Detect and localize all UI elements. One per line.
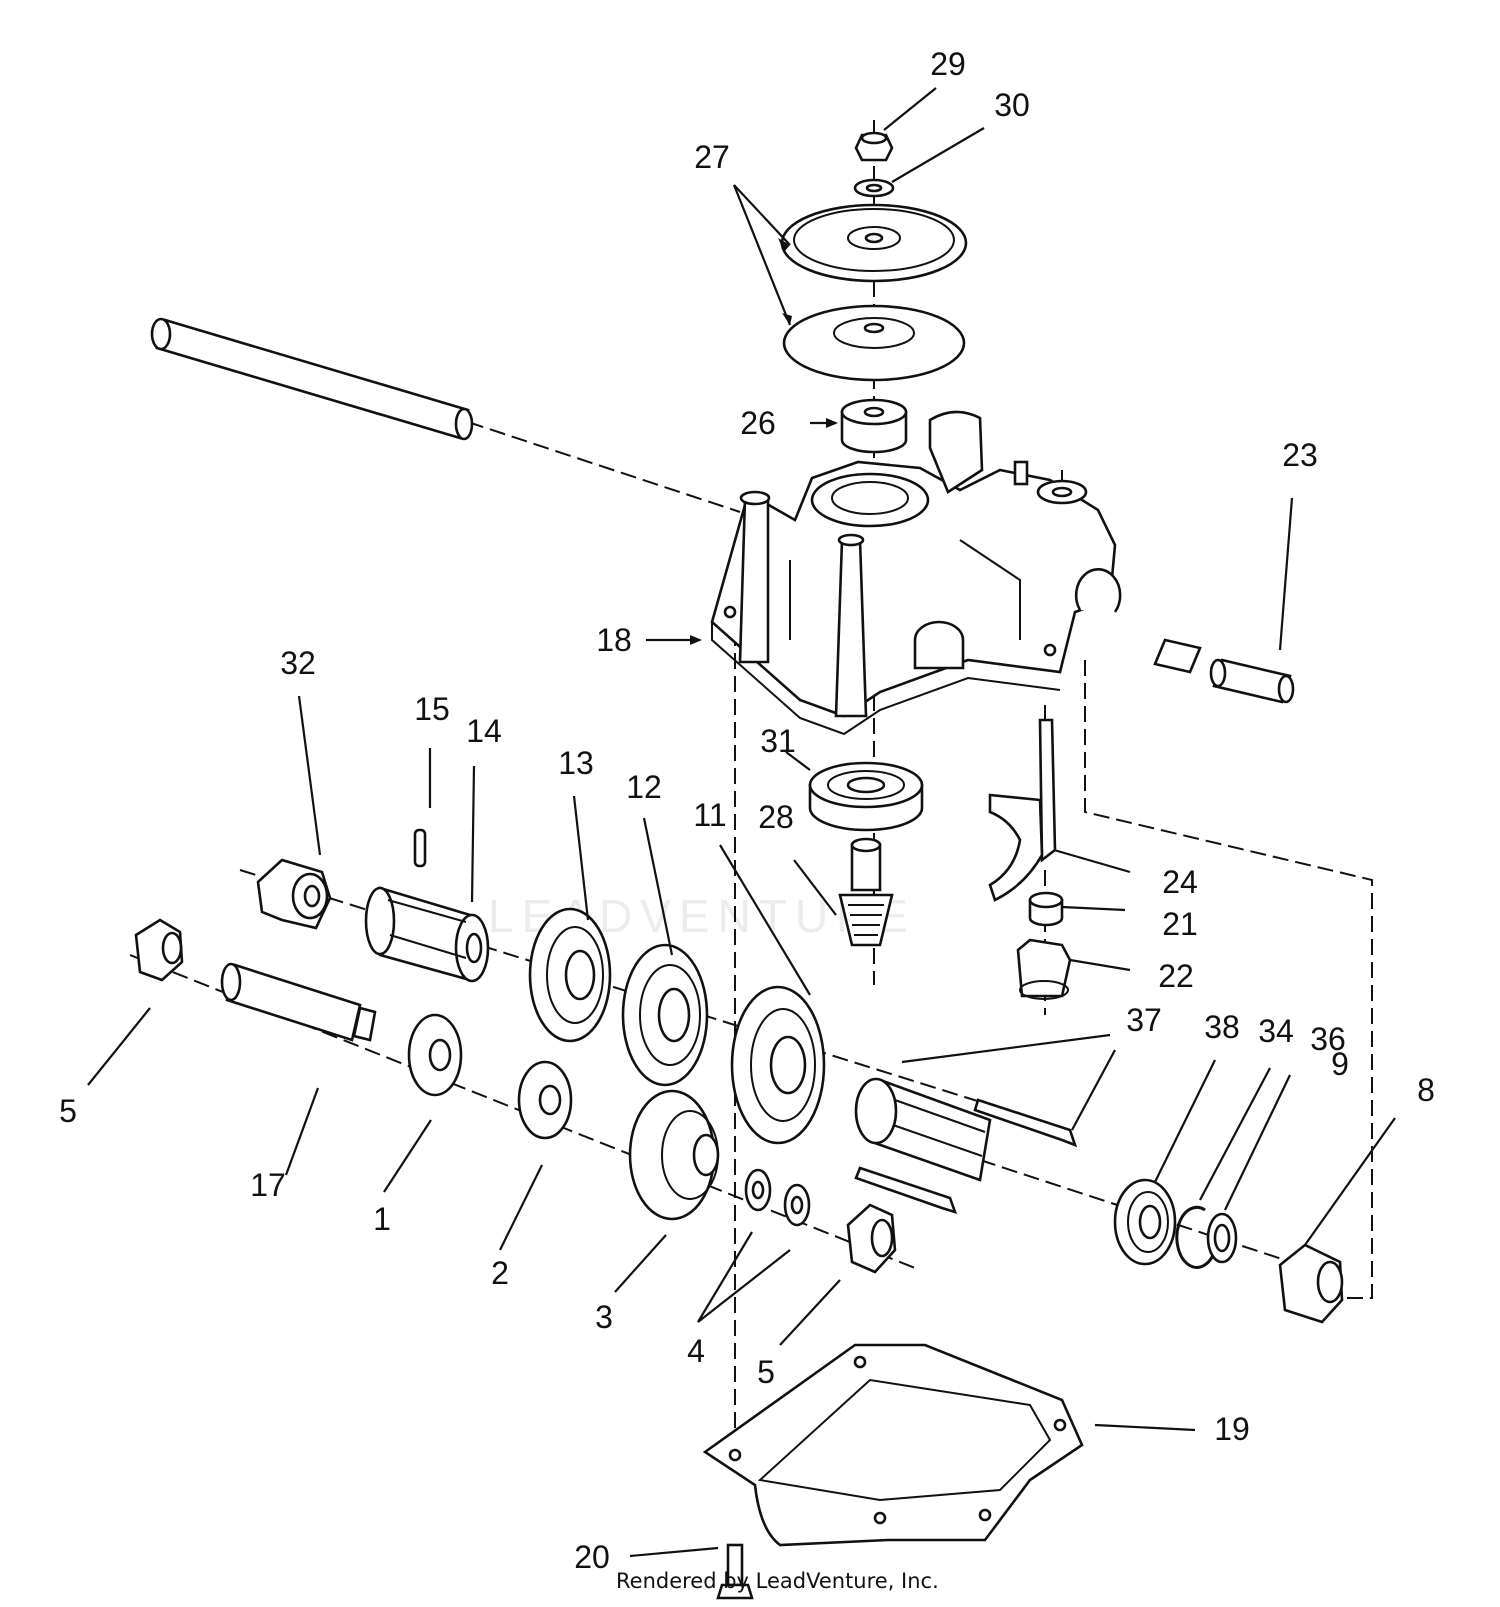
callout-27: 27 [694,139,730,175]
leader-lines [87,87,1396,1558]
gear-1 [407,1013,463,1097]
callout-34: 34 [1258,1013,1294,1049]
gear-2 [517,1060,573,1140]
callout-26: 26 [740,405,776,441]
callout-23: 23 [1282,437,1318,473]
bevel-gear-3 [628,1089,720,1221]
oil-pan-19 [702,1343,1084,1547]
parts [134,131,1344,1600]
callout-32: 32 [280,645,316,681]
callout-28: 28 [758,799,794,835]
gear-12 [621,943,709,1087]
callout-8: 8 [1417,1072,1435,1108]
bevel-pinion-28 [838,837,894,947]
splined-hub-37 [854,1077,992,1182]
callout-14: 14 [466,713,502,749]
pin-15 [413,828,427,868]
callout-labels: 29 30 27 26 23 18 32 15 14 13 12 11 31 2… [59,46,1435,1575]
callout-12: 12 [626,769,662,805]
callout-5-center: 5 [757,1354,775,1390]
callout-11: 11 [693,797,726,833]
splined-sleeve-14 [364,886,490,983]
callout-17: 17 [250,1167,286,1203]
bushing-5-left [134,918,184,982]
bolt-20 [716,1543,754,1600]
callout-18: 18 [596,622,632,658]
callout-5-left: 5 [59,1093,77,1129]
bushing-26 [840,398,908,454]
bearing-block-32 [256,858,332,930]
shift-key-lower [854,1166,958,1215]
thrust-washer-38 [1113,1178,1177,1266]
bushing-5-center [846,1203,897,1274]
callout-15: 15 [414,691,450,727]
long-shaft [150,317,474,441]
callout-20: 20 [574,1539,610,1575]
credit-text: Rendered by LeadVenture, Inc. [616,1569,939,1593]
callout-31: 31 [760,723,796,759]
shaft-23 [1153,638,1295,704]
gear-housing-18 [710,410,1122,736]
callout-37: 37 [1126,1002,1162,1038]
callout-4: 4 [687,1333,705,1369]
callout-36: 36 [1310,1021,1346,1057]
callout-3: 3 [595,1299,613,1335]
shift-key-upper [973,1098,1078,1148]
callout-22: 22 [1158,958,1194,994]
bearing-31 [808,761,924,832]
snap-ring-34 [1175,1205,1217,1269]
callout-30: 30 [994,87,1030,123]
shaft-17 [220,962,377,1042]
callout-9: 9 [1331,1046,1349,1082]
gear-11 [730,985,826,1145]
callout-38: 38 [1204,1009,1240,1045]
callout-24: 24 [1162,864,1198,900]
collar-21 [1028,891,1064,927]
callout-2: 2 [491,1255,509,1291]
bushing-8 [1278,1243,1344,1324]
callout-29: 29 [930,46,966,82]
callout-21: 21 [1162,906,1198,942]
arrow-heads [690,238,838,645]
callout-19: 19 [1214,1411,1250,1447]
gear-13 [528,907,612,1043]
callout-13: 13 [558,745,594,781]
shift-key-22 [1016,938,1072,1000]
nut-29 [854,131,894,162]
assembly-lines [129,120,1373,1455]
pulley-27 [780,203,968,382]
callout-1: 1 [373,1201,391,1237]
